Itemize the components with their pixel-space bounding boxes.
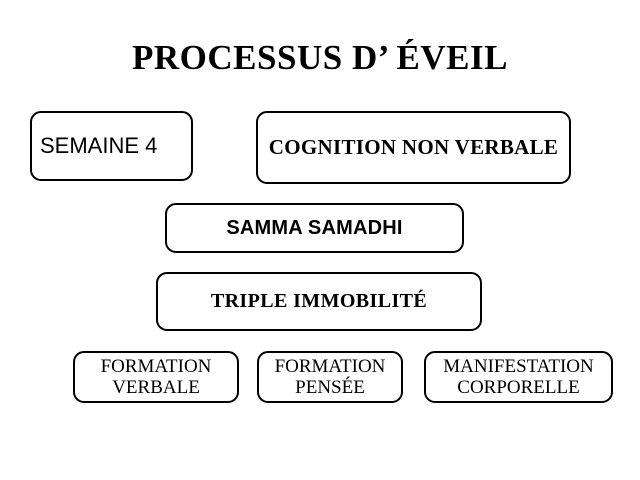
node-samma-samadhi-label: SAMMA SAMADHI: [226, 216, 403, 239]
node-manifestation-corporelle-label: MANIFESTATION CORPORELLE: [443, 355, 594, 398]
node-cognition-non-verbale-label: COGNITION NON VERBALE: [268, 134, 559, 159]
node-formation-pensee-label: FORMATION PENSÉE: [274, 355, 386, 398]
node-cognition-non-verbale[interactable]: COGNITION NON VERBALE: [256, 111, 571, 184]
node-manifestation-corporelle[interactable]: MANIFESTATION CORPORELLE: [424, 351, 613, 403]
node-triple-immobilite-label: TRIPLE IMMOBILITÉ: [210, 290, 428, 313]
node-formation-verbale[interactable]: FORMATION VERBALE: [73, 351, 239, 403]
node-samma-samadhi[interactable]: SAMMA SAMADHI: [165, 203, 464, 253]
node-triple-immobilite[interactable]: TRIPLE IMMOBILITÉ: [156, 272, 482, 331]
page-title: PROCESSUS D’ ÉVEIL: [132, 38, 508, 77]
node-formation-pensee[interactable]: FORMATION PENSÉE: [257, 351, 403, 403]
node-semaine-4[interactable]: SEMAINE 4: [30, 111, 193, 181]
node-semaine-4-label: SEMAINE 4: [40, 132, 158, 158]
node-formation-verbale-label: FORMATION VERBALE: [100, 355, 212, 398]
